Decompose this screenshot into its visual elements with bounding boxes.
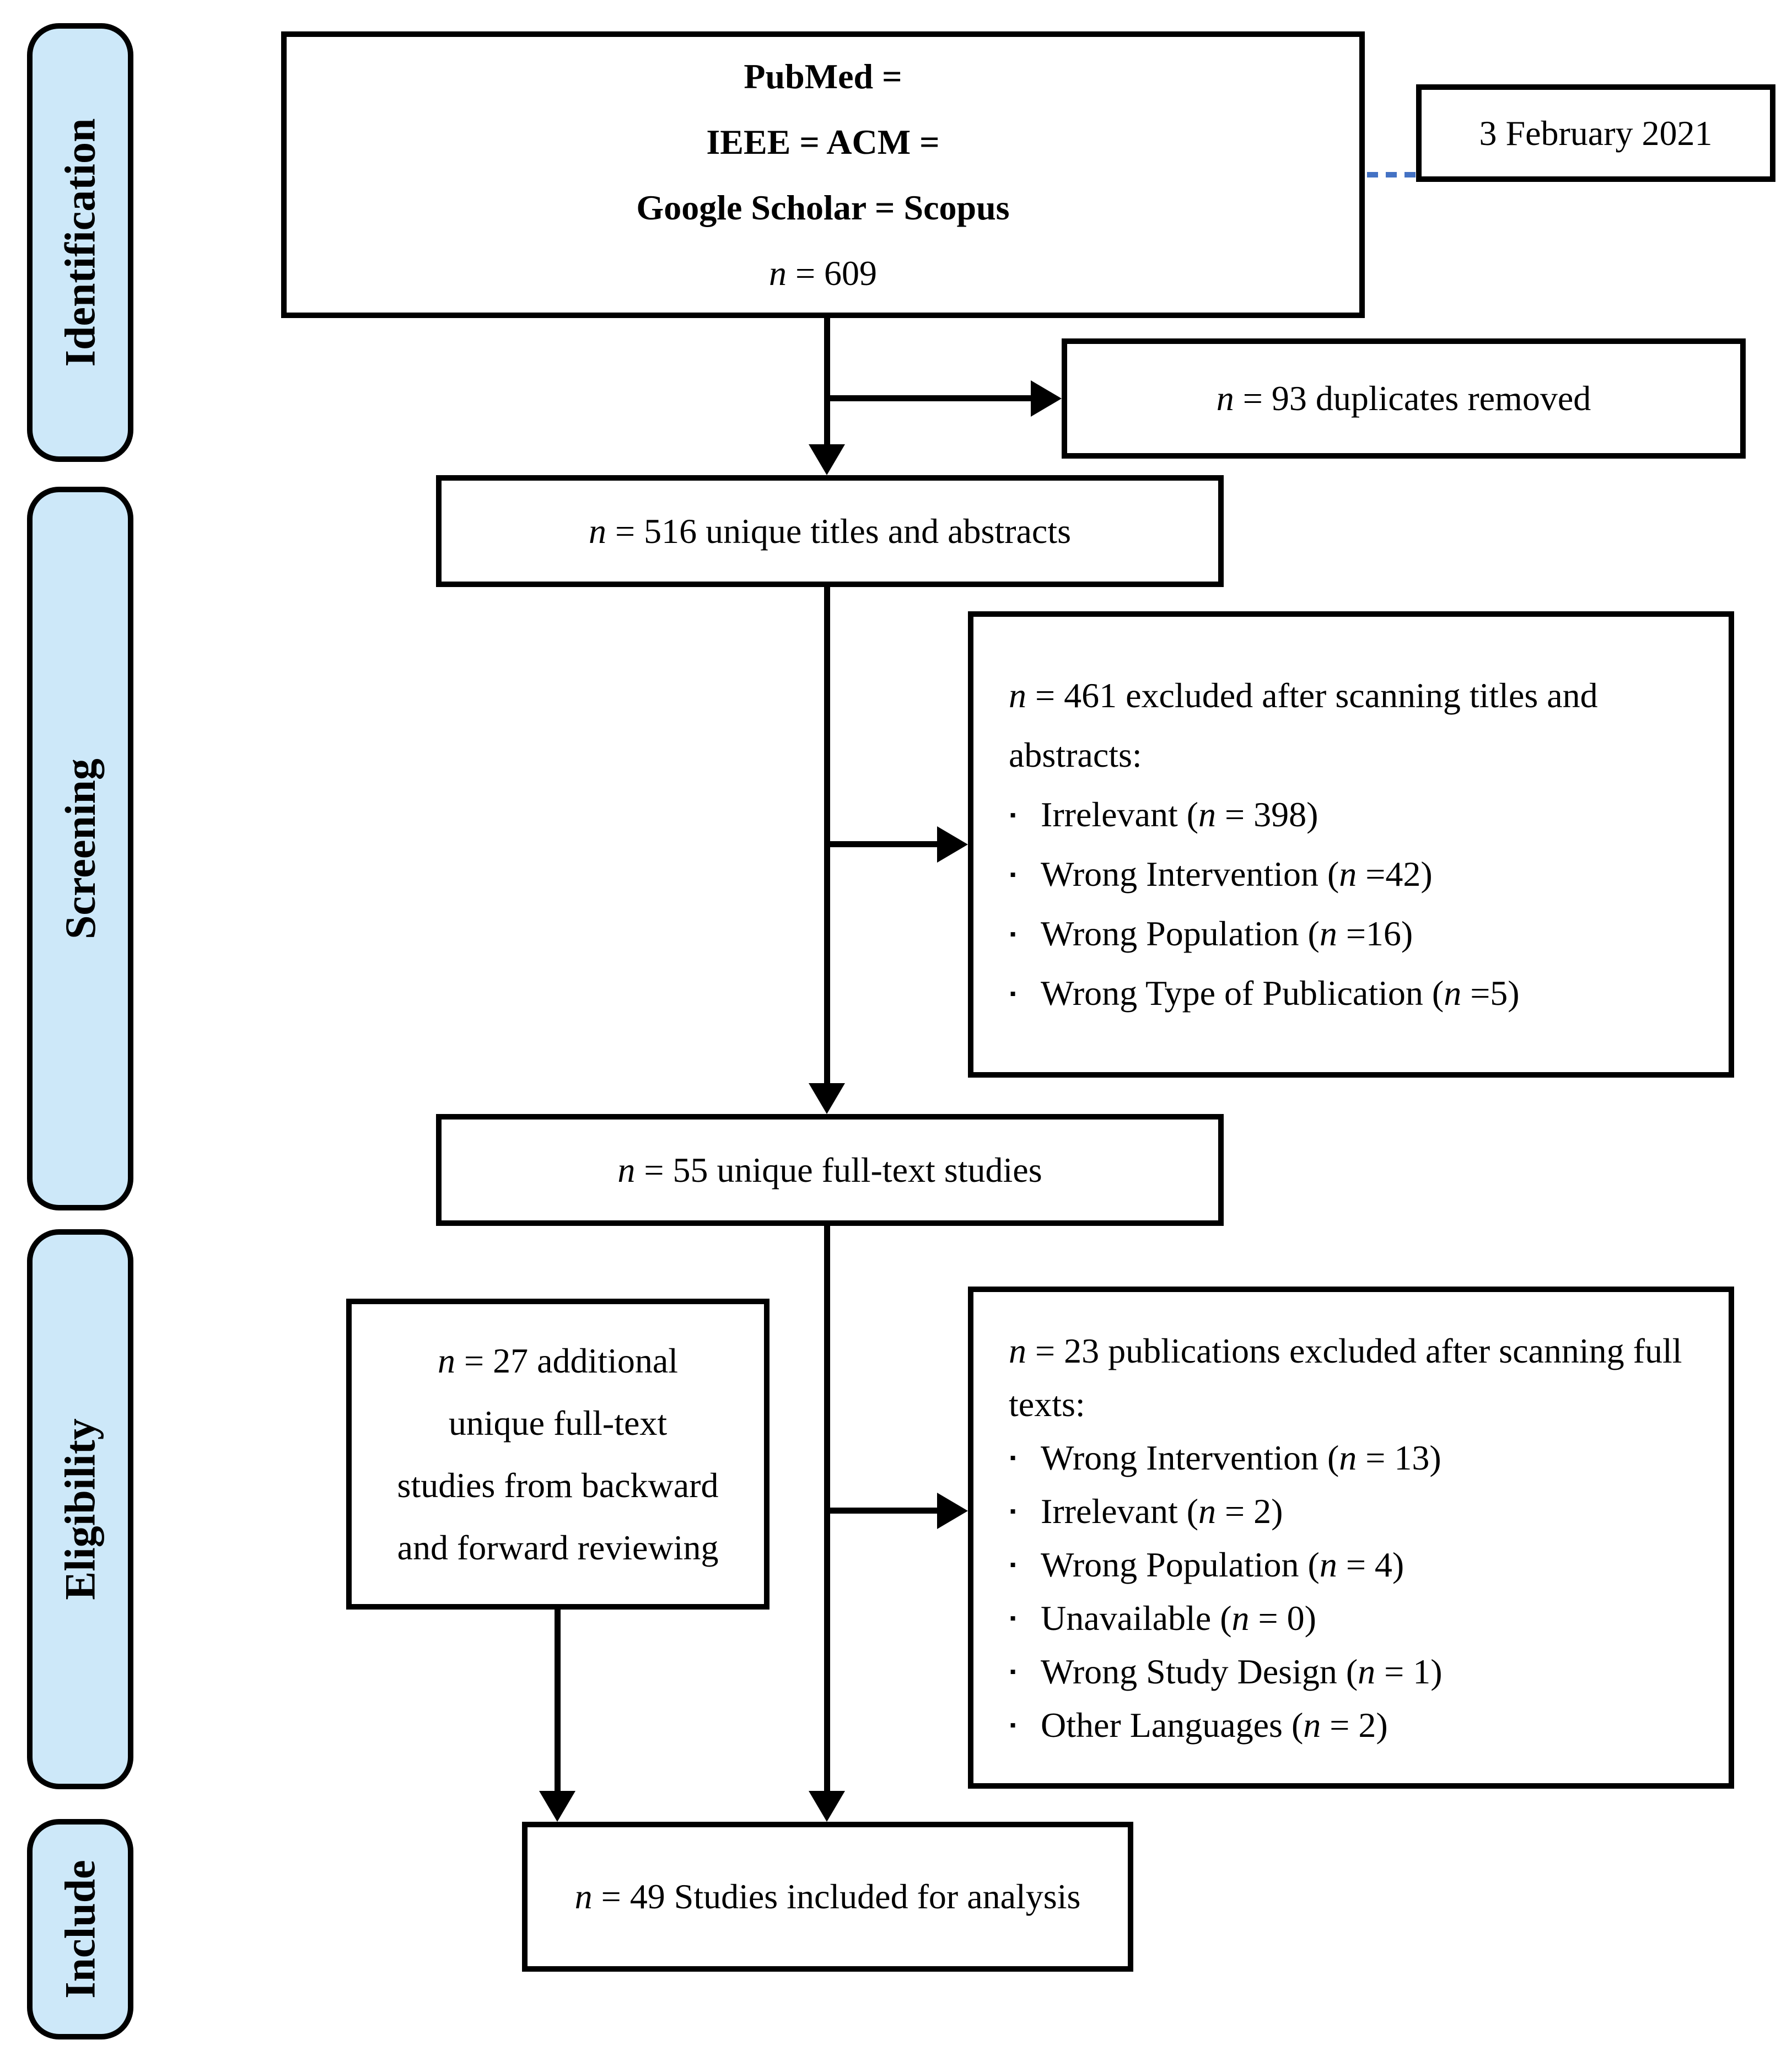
- source-line: PubMed =: [744, 57, 902, 96]
- box-excluded-titles-abstracts: n = 461 excluded after scanning titles a…: [968, 611, 1734, 1078]
- unique-titles-abstracts-text: n = 516 unique titles and abstracts: [588, 511, 1072, 551]
- source-count: n = 609: [768, 254, 878, 293]
- arrow-head-to-excluded-fulltext: [937, 1493, 968, 1529]
- arrow-shaft-to-excluded-titles: [824, 841, 939, 847]
- arrow-head-fulltext-to-included: [809, 1791, 845, 1822]
- arrow-shaft-titles-to-fulltext: [824, 587, 830, 1084]
- box-excluded-fulltext-studies: n = 23 publications excluded after scann…: [968, 1287, 1734, 1789]
- exclusion-reason: Wrong Population (n = 4): [1009, 1538, 1404, 1591]
- exclusion-reason: Irrelevant (n = 398): [1009, 785, 1318, 844]
- duplicates-removed-text: n = 93 duplicates removed: [1216, 379, 1591, 418]
- box-unique-titles-abstracts: n = 516 unique titles and abstracts: [436, 475, 1224, 587]
- source-line: IEEE = ACM =: [706, 122, 940, 162]
- box-additional-fulltext-studies: n = 27 additional unique full-text studi…: [346, 1299, 769, 1610]
- arrow-head-to-duplicates: [1031, 380, 1062, 417]
- exclusion-reason: Unavailable (n = 0): [1009, 1591, 1316, 1645]
- stage-label-screening: Screening: [56, 758, 104, 939]
- arrow-head-titles-to-fulltext: [809, 1083, 845, 1114]
- search-date-text: 3 February 2021: [1479, 113, 1713, 153]
- arrow-head-additional-to-included: [539, 1791, 575, 1822]
- unique-fulltext-text: n = 55 unique full-text studies: [617, 1150, 1042, 1190]
- excluded-fulltext-intro: n = 23 publications excluded after scann…: [1009, 1331, 1682, 1424]
- arrow-shaft-to-duplicates: [824, 395, 1032, 401]
- exclusion-reason: Other Languages (n = 2): [1009, 1698, 1388, 1752]
- exclusion-reason: Wrong Population (n =16): [1009, 904, 1413, 964]
- exclusion-reason: Irrelevant (n = 2): [1009, 1484, 1283, 1538]
- stage-label-eligibility: Eligibility: [56, 1418, 104, 1600]
- box-unique-fulltext-studies: n = 55 unique full-text studies: [436, 1114, 1224, 1226]
- additional-fulltext-text: n = 27 additional unique full-text studi…: [397, 1341, 719, 1567]
- exclusion-reason: Wrong Study Design (n = 1): [1009, 1645, 1443, 1698]
- stage-identification: Identification: [27, 23, 133, 462]
- stage-include: Include: [27, 1819, 133, 2039]
- date-dashed-connector: [1367, 172, 1416, 177]
- exclusion-reason: Wrong Type of Publication (n =5): [1009, 964, 1520, 1023]
- exclusion-reason: Wrong Intervention (n =42): [1009, 844, 1433, 904]
- arrow-shaft-sources-to-titles: [824, 318, 830, 448]
- source-line: Google Scholar = Scopus: [636, 188, 1010, 227]
- box-search-date: 3 February 2021: [1416, 84, 1775, 182]
- arrow-shaft-additional-to-included: [555, 1610, 561, 1792]
- excluded-titles-intro: n = 461 excluded after scanning titles a…: [1009, 676, 1598, 774]
- arrow-head-to-excluded-titles: [937, 826, 968, 863]
- box-duplicates-removed: n = 93 duplicates removed: [1062, 338, 1746, 459]
- stage-label-identification: Identification: [56, 118, 104, 367]
- arrow-head-sources-to-titles: [809, 444, 845, 475]
- stage-eligibility: Eligibility: [27, 1229, 133, 1789]
- included-studies-text: n = 49 Studies included for analysis: [574, 1877, 1081, 1916]
- exclusion-reason: Wrong Intervention (n = 13): [1009, 1431, 1441, 1484]
- stage-screening: Screening: [27, 487, 133, 1210]
- arrow-shaft-to-excluded-fulltext: [824, 1508, 939, 1514]
- box-included-studies: n = 49 Studies included for analysis: [522, 1822, 1133, 1972]
- box-search-sources: PubMed = IEEE = ACM = Google Scholar = S…: [281, 31, 1365, 318]
- stage-label-include: Include: [56, 1860, 104, 1999]
